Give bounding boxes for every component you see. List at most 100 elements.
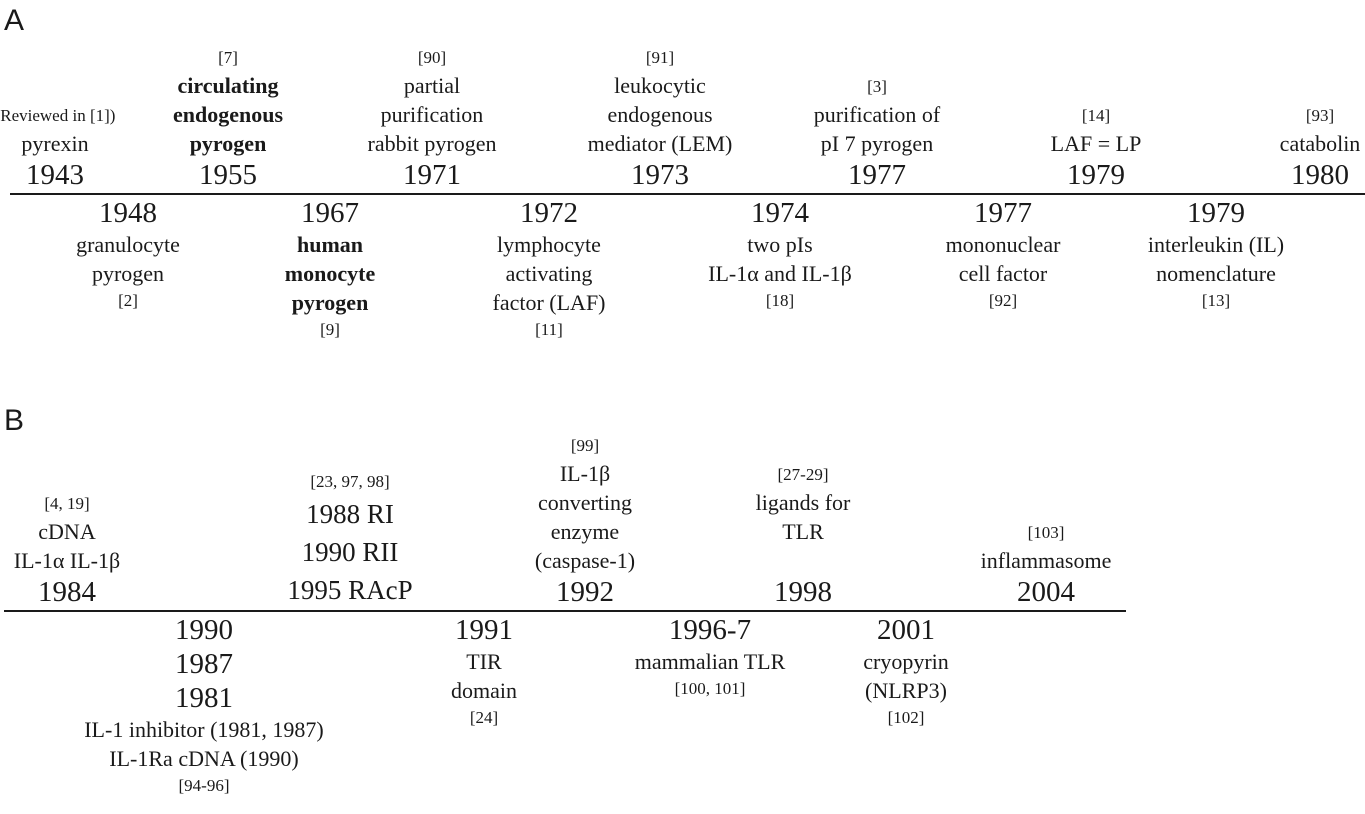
event-description: enzyme xyxy=(550,519,620,544)
reference-citation: [9] xyxy=(320,320,340,339)
event-description: purification xyxy=(380,102,484,127)
reference-citation: [91] xyxy=(645,48,675,67)
event-year: 1990 xyxy=(175,614,233,646)
event-description: cell factor xyxy=(958,261,1048,286)
event-above-1973: [91] leukocytic endogenous mediator (LEM) 19… xyxy=(588,45,733,192)
event-year: 1991 xyxy=(455,614,513,646)
event-description: IL-1Ra cDNA (1990) xyxy=(109,746,299,771)
event-above-1992: [99] IL-1β converting enzyme (caspase-1) 1992 xyxy=(535,433,635,609)
reference-citation: [100, 101] xyxy=(674,679,746,698)
event-year: 1992 xyxy=(555,576,614,608)
event-year: 1943 xyxy=(26,159,84,191)
reference-citation: [18] xyxy=(765,291,795,310)
event-year: 1974 xyxy=(750,197,809,229)
event-description: 1995 RAcP xyxy=(287,575,413,605)
event-description: (caspase-1) xyxy=(534,548,636,573)
reference-citation: [103] xyxy=(1027,523,1065,542)
event-above-1955: [7] circulating endogenous pyrogen 1955 xyxy=(173,45,283,192)
event-year: 1979 xyxy=(1186,197,1245,229)
event-description: mammalian TLR xyxy=(634,649,786,674)
event-year: 1955 xyxy=(198,159,257,191)
event-description: leukocytic xyxy=(614,73,706,98)
event-year: 1973 xyxy=(630,159,689,191)
event-description: pyrexin xyxy=(21,131,89,156)
event-description: partial xyxy=(403,73,461,98)
reference-citation: [2] xyxy=(118,291,138,310)
event-description: human xyxy=(296,232,364,257)
event-year: 1981 xyxy=(175,682,233,714)
event-description: activating xyxy=(505,261,593,286)
event-below-1948: 1948 granulocyte pyrogen [2] xyxy=(76,196,180,314)
reference-citation: [94-96] xyxy=(178,776,230,795)
reference-citation: [99] xyxy=(570,436,600,455)
event-description: two pIs xyxy=(747,232,813,257)
panel-label-a: A xyxy=(4,4,25,37)
event-year: 1967 xyxy=(300,197,359,229)
event-year: 1998 xyxy=(773,576,832,608)
reference-citation: (Reviewed in [1]) xyxy=(0,106,116,125)
event-description: LAF = LP xyxy=(1050,131,1142,156)
event-year: 1987 xyxy=(175,648,233,680)
event-description: lymphocyte xyxy=(497,232,601,257)
event-description: cryopyrin xyxy=(863,649,949,674)
event-description: catabolin xyxy=(1279,131,1361,156)
event-description: domain xyxy=(451,678,517,703)
event-year: 1980 xyxy=(1290,159,1349,191)
event-description: granulocyte xyxy=(76,232,180,257)
event-description: pI 7 pyrogen xyxy=(820,131,934,156)
panel-label-b: B xyxy=(4,404,25,437)
event-year: 1977 xyxy=(848,159,906,191)
reference-citation: [7] xyxy=(218,48,238,67)
event-above-1980: [93] catabolin 1980 xyxy=(1280,103,1361,192)
event-year: 1977 xyxy=(973,197,1032,229)
event-year: 1948 xyxy=(98,197,157,229)
event-description: converting xyxy=(537,490,633,515)
event-below-1996-7: 1996-7 mammalian TLR [100, 101] xyxy=(635,613,786,702)
event-description: endogenous xyxy=(172,102,284,127)
event-year: 2001 xyxy=(877,614,935,646)
event-description: 1988 RI xyxy=(306,499,394,529)
event-above-1977: [3] purification of pI 7 pyrogen 1977 xyxy=(814,74,940,192)
reference-citation: [13] xyxy=(1201,291,1231,310)
event-description: inflammasome xyxy=(980,548,1112,573)
reference-citation: [11] xyxy=(535,320,563,339)
event-description: TLR xyxy=(782,519,824,544)
event-description: TIR xyxy=(466,649,502,674)
event-description: pyrogen xyxy=(189,131,267,156)
timeline-axis-b xyxy=(4,610,1126,612)
event-description: IL-1β xyxy=(559,461,611,486)
event-year: 1971 xyxy=(403,159,461,191)
reference-citation: [4, 19] xyxy=(44,494,90,513)
event-description: rabbit pyrogen xyxy=(367,131,497,156)
event-description: cDNA xyxy=(38,519,96,544)
event-description: IL-1 inhibitor (1981, 1987) xyxy=(84,717,324,742)
reference-citation: [92] xyxy=(988,291,1018,310)
event-year: 1996-7 xyxy=(668,614,752,646)
timeline-axis-a xyxy=(10,193,1365,195)
reference-citation: [27-29] xyxy=(777,465,829,484)
event-description: purification of xyxy=(813,102,941,127)
event-above-2004: [103] inflammasome 2004 xyxy=(981,520,1112,609)
event-description: pyrogen xyxy=(291,290,369,315)
event-description: circulating xyxy=(177,73,279,98)
event-description: endogenous xyxy=(607,102,713,127)
event-description: mediator (LEM) xyxy=(587,131,733,156)
event-description: IL-1α and IL-1β xyxy=(708,261,852,286)
reference-citation: [14] xyxy=(1081,106,1111,125)
event-description: interleukin (IL) xyxy=(1147,232,1285,257)
event-description: ligands for xyxy=(755,490,851,515)
reference-citation: [93] xyxy=(1305,106,1335,125)
event-description: pyrogen xyxy=(91,261,165,286)
reference-citation: [3] xyxy=(867,77,887,96)
event-year: 2004 xyxy=(1017,576,1075,608)
